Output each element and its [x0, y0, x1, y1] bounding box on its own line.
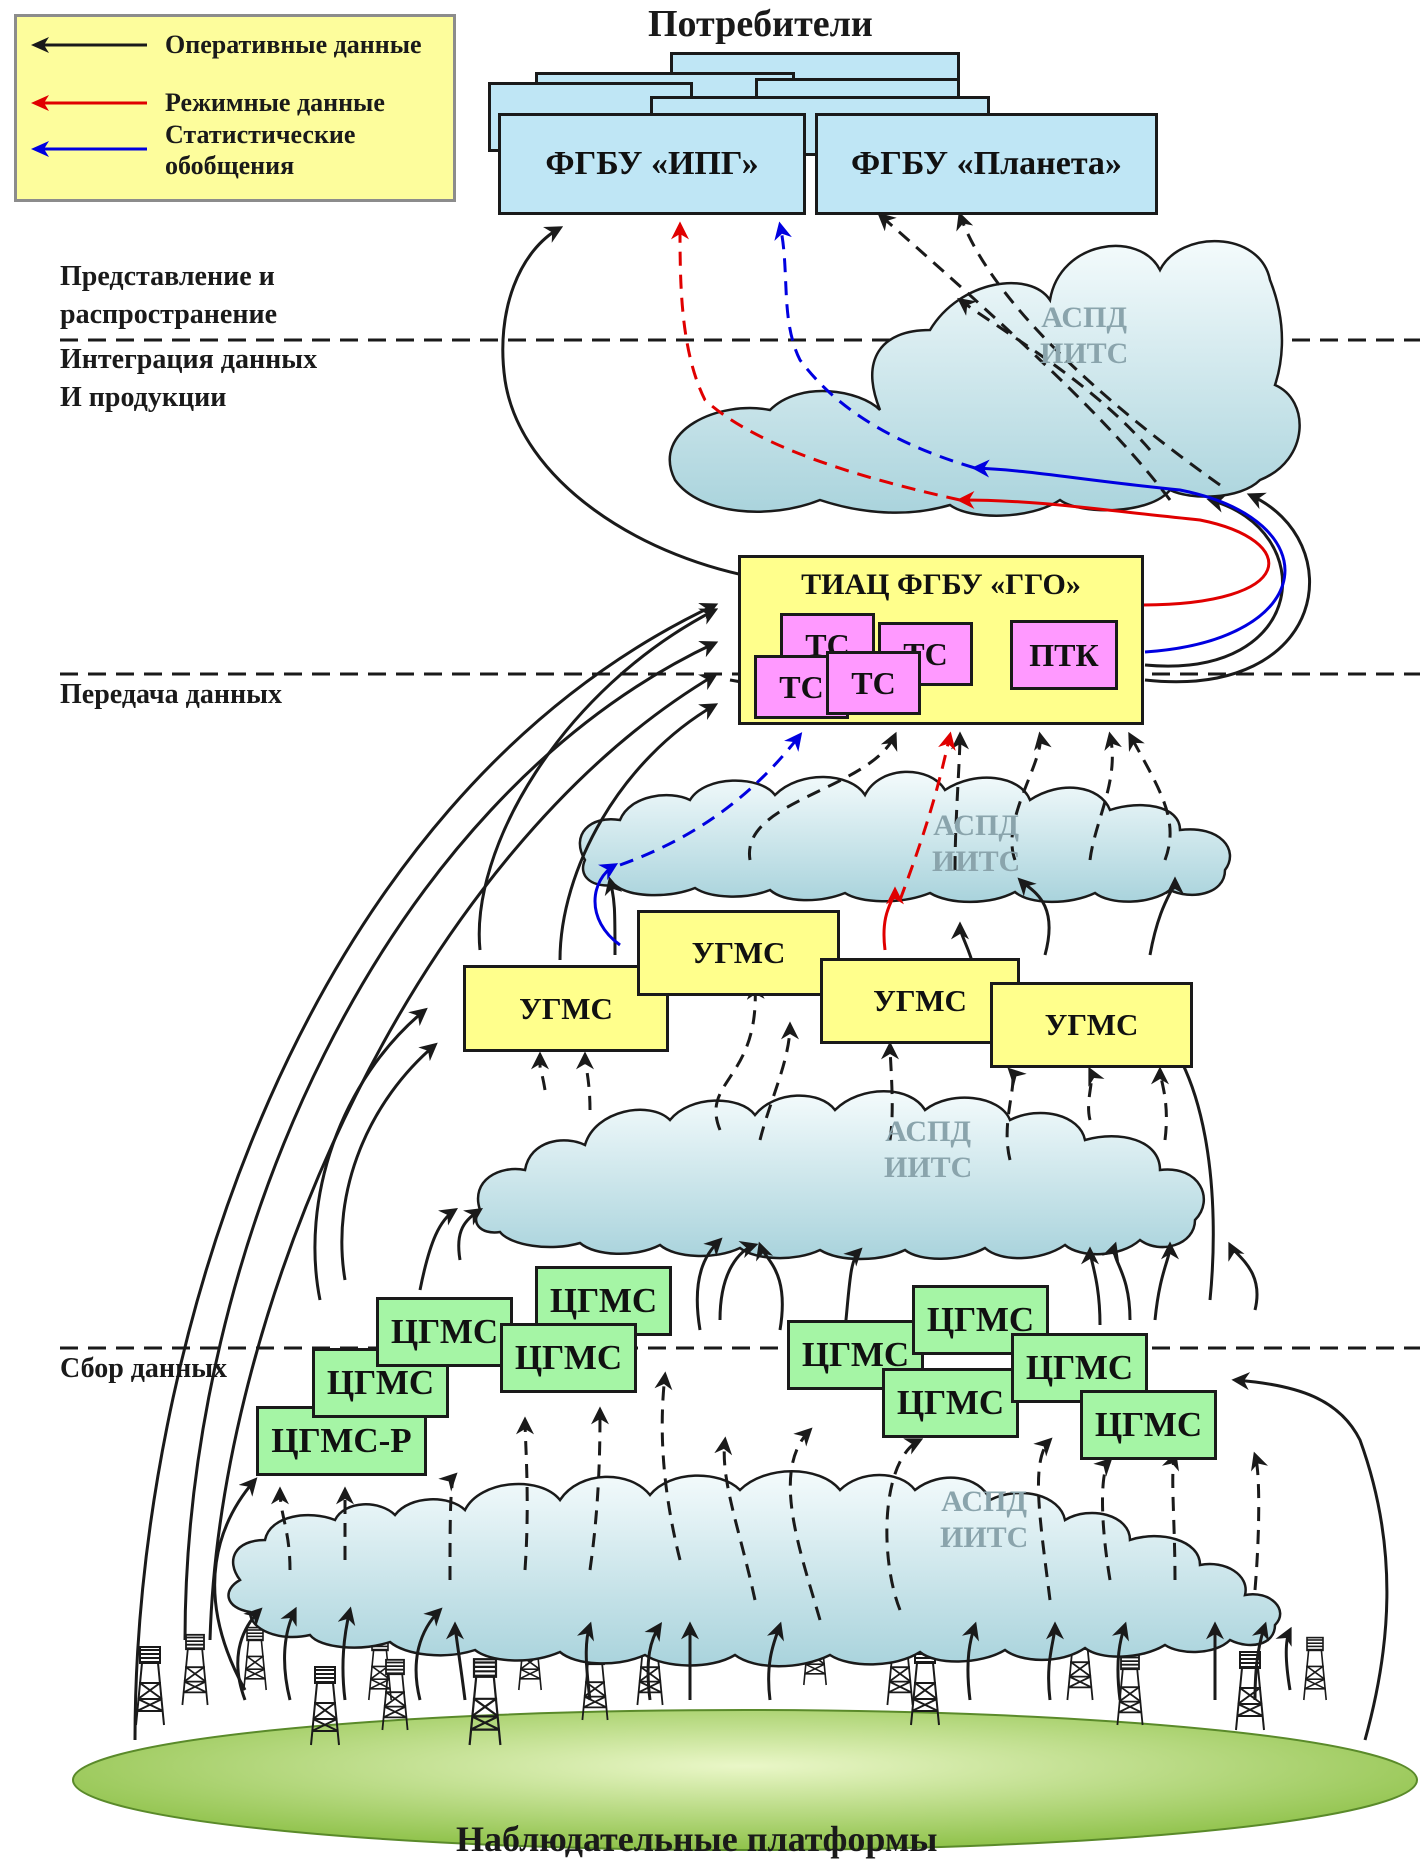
observation-tower-icon [1235, 1651, 1265, 1731]
ground-surface [72, 1709, 1418, 1851]
legend-swatch-operational [31, 37, 147, 53]
stage-transmission: Передача данных [60, 679, 282, 710]
cloud-regional [474, 1090, 1206, 1261]
network-label: АСПД ИИТС [940, 1485, 1029, 1554]
operational-data-arrows [133, 226, 1389, 1741]
legend: Оперативные данные Режимные данные Стати… [14, 14, 456, 202]
operational-dashed-arrows [271, 211, 1269, 1621]
cgms-node: ЦГМС [500, 1323, 637, 1393]
ugms-node: УГМС [820, 958, 1020, 1044]
observation-tower-icon [181, 1633, 209, 1706]
ugms-node: УГМС [463, 965, 669, 1052]
observation-tower-icon [468, 1658, 502, 1746]
consumer-planeta: ФГБУ «Планета» [815, 113, 1158, 215]
ptk-node: ПТК [1010, 620, 1118, 690]
observation-tower-icon [1303, 1636, 1327, 1701]
legend-label-statistical: Статистические обобщения [165, 120, 356, 180]
network-label: АСПД ИИТС [884, 1115, 973, 1184]
network-label: АСПД ИИТС [932, 809, 1021, 878]
observation-tower-icon [310, 1666, 340, 1746]
ugms-node: УГМС [637, 910, 840, 996]
observation-tower-icon [381, 1658, 409, 1731]
ts-node: ТС [826, 651, 921, 715]
legend-label-operational: Оперативные данные [165, 30, 422, 59]
consumer-ipg: ФГБУ «ИПГ» [498, 113, 806, 215]
network-label: АСПД ИИТС [1040, 301, 1129, 370]
observation-tower-icon [243, 1626, 267, 1691]
ugms-node: УГМС [990, 982, 1193, 1068]
observation-tower-icon [1116, 1653, 1144, 1726]
operational-short-arrows [236, 641, 1292, 1701]
cgms-node: ЦГМС [1080, 1390, 1217, 1460]
cloud-collection [227, 1470, 1282, 1668]
ts-node: ТС [754, 655, 849, 719]
stage-collection: Сбор данных [60, 1353, 228, 1384]
statistical-data-arrows [593, 221, 1287, 947]
stage-presentation: Представление и распространение [60, 261, 278, 330]
cgms-node: ЦГМС [376, 1297, 513, 1367]
observation-tower-icon [135, 1646, 165, 1726]
cloud-integration [668, 240, 1301, 517]
consumers-title: Потребители [648, 3, 873, 45]
regime-data-arrows [671, 221, 1271, 951]
cloud-transmission [578, 770, 1232, 904]
stage-integration: Интеграция данных И продукции [60, 344, 318, 413]
legend-swatch-regime [31, 95, 147, 111]
legend-label-regime: Режимные данные [165, 88, 385, 117]
legend-swatch-statistical [31, 141, 147, 157]
cgms-node: ЦГМС [882, 1368, 1019, 1438]
platforms-label: Наблюдательные платформы [456, 1819, 938, 1859]
